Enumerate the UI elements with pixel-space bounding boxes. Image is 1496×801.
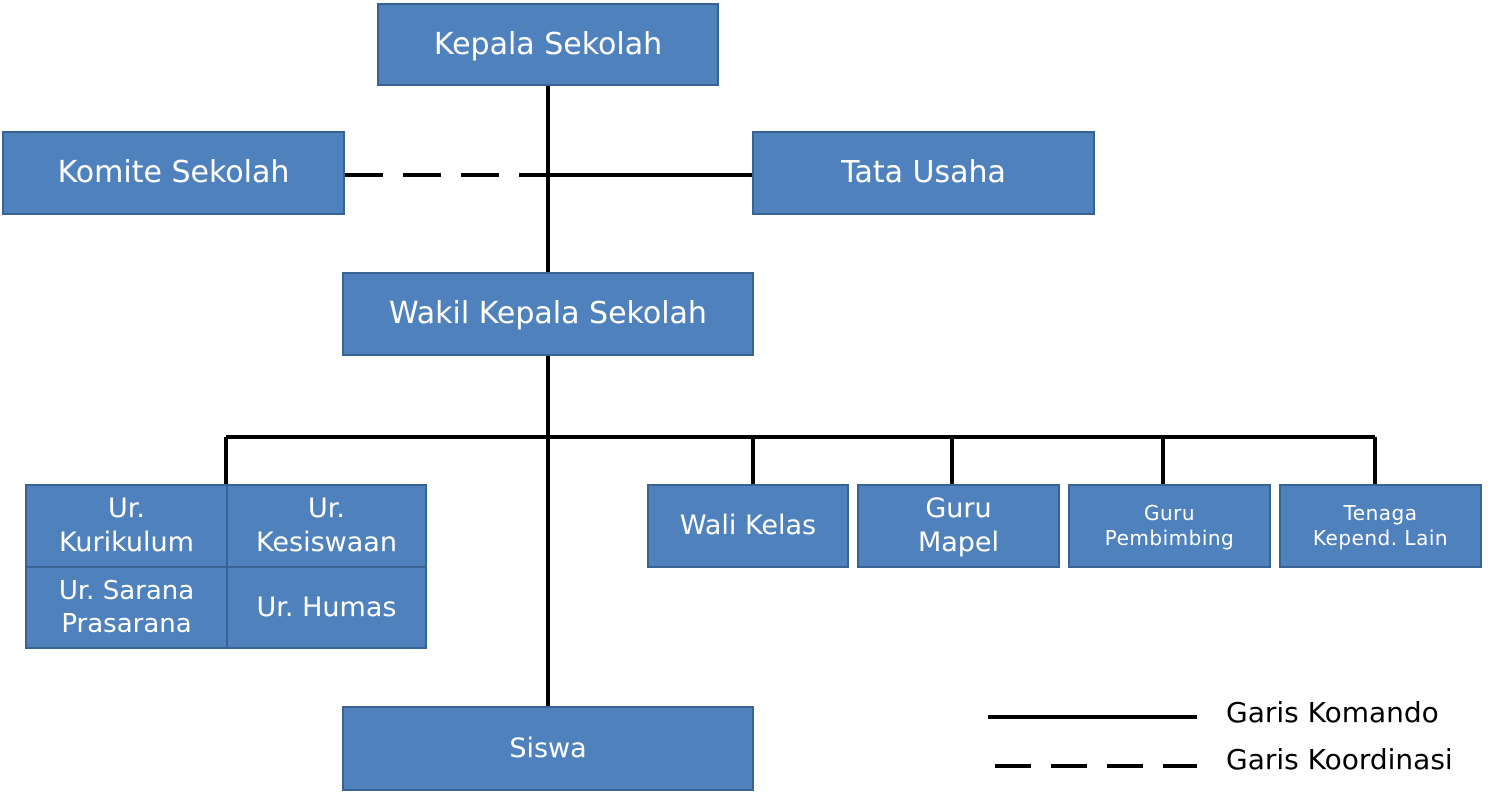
box-guru-mapel: Guru Mapel [857, 484, 1060, 568]
legend-komando-label: Garis Komando [1226, 696, 1439, 729]
box-kepala-sekolah: Kepala Sekolah [377, 3, 719, 86]
siswa-label: Siswa [509, 732, 587, 764]
ur-humas-label: Ur. Humas [256, 591, 397, 623]
box-ur-humas: Ur. Humas [226, 566, 427, 649]
box-ur-sarana-prasarana: Ur. Sarana Prasarana [25, 566, 228, 649]
box-ur-kesiswaan: Ur. Kesiswaan [226, 484, 427, 568]
ur-kurikulum-label: Ur. Kurikulum [59, 493, 194, 558]
kepala-sekolah-label: Kepala Sekolah [433, 26, 663, 62]
guru-mapel-label: Guru Mapel [917, 493, 1000, 558]
box-wali-kelas: Wali Kelas [647, 484, 849, 568]
wakil-kepala-sekolah-label: Wakil Kepala Sekolah [389, 296, 707, 332]
tata-usaha-label: Tata Usaha [841, 155, 1006, 191]
box-komite-sekolah: Komite Sekolah [2, 131, 345, 215]
box-siswa: Siswa [342, 706, 754, 791]
guru-pembimbing-label: Guru Pembimbing [1104, 501, 1235, 550]
box-guru-pembimbing: Guru Pembimbing [1068, 484, 1271, 568]
ur-sarana-prasarana-label: Ur. Sarana Prasarana [58, 576, 195, 639]
legend-koordinasi-label: Garis Koordinasi [1226, 743, 1453, 776]
box-tenaga-kepend-lain: Tenaga Kepend. Lain [1279, 484, 1482, 568]
tenaga-kepend-lain-label: Tenaga Kepend. Lain [1312, 501, 1449, 550]
wali-kelas-label: Wali Kelas [679, 510, 817, 542]
komite-sekolah-label: Komite Sekolah [57, 155, 290, 191]
ur-kesiswaan-label: Ur. Kesiswaan [256, 493, 397, 558]
box-ur-kurikulum: Ur. Kurikulum [25, 484, 228, 568]
box-wakil-kepala-sekolah: Wakil Kepala Sekolah [342, 272, 754, 356]
box-tata-usaha: Tata Usaha [752, 131, 1095, 215]
